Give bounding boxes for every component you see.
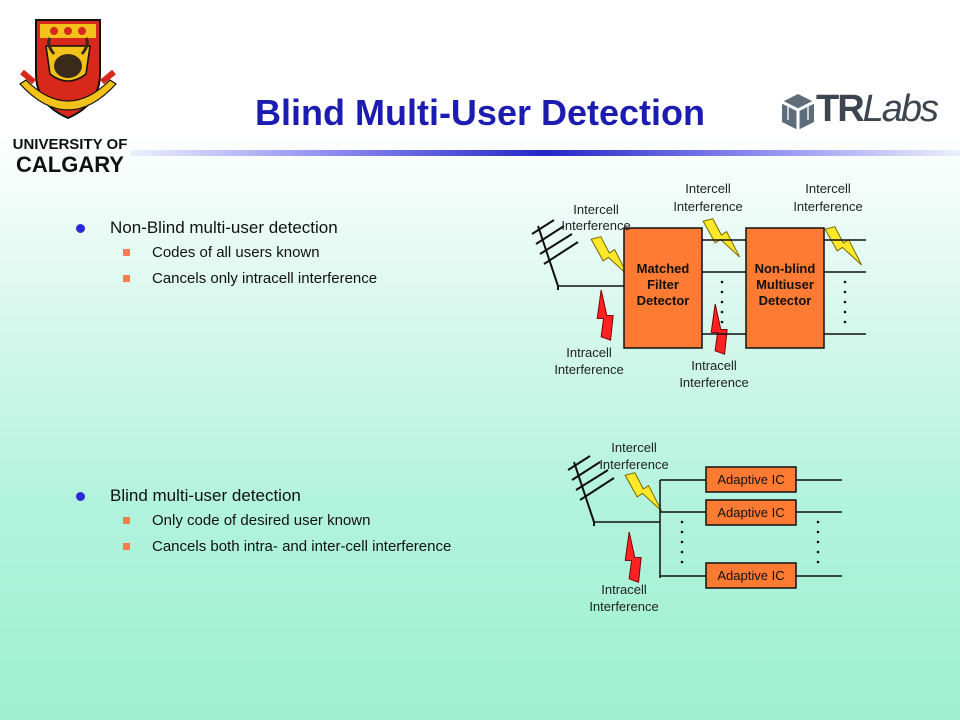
adaptive-ic-label-2: Adaptive IC [717, 505, 784, 520]
intercell-label-b2: Interference [673, 199, 742, 214]
logo-text-line1: UNIVERSITY OF [12, 136, 128, 153]
intercell-label-b1: Intercell [685, 181, 731, 196]
blind-detection-diagram: Adaptive IC Adaptive IC Adaptive IC Inte… [567, 440, 842, 614]
adaptive-ic-label-3: Adaptive IC [717, 568, 784, 583]
intracell-bolt-icon [613, 531, 655, 583]
nonblind-detector-box [745, 227, 825, 349]
adaptive-ic-box-2 [705, 499, 797, 526]
intercell-label-a2: Interference [561, 218, 630, 233]
bullet-heading: Blind multi-user detection [74, 484, 514, 508]
intercell-label-2: Interference [599, 457, 668, 472]
matched-label-2: Filter [647, 277, 679, 292]
nonblind-label-2: Multiuser [756, 277, 814, 292]
intercell-label-c2: Interference [793, 199, 862, 214]
trlabs-logo [778, 90, 958, 140]
nonblind-detection-diagram: Matched Filter Detector Non-blind Multiu… [531, 181, 866, 390]
intracell-bolt-icon [585, 289, 627, 341]
intracell-label-b2: Interference [679, 375, 748, 390]
trlabs-cube-icon [781, 94, 815, 130]
sub-bullet-text: Cancels only intracell interference [152, 270, 378, 287]
matched-label-1: Matched [637, 261, 690, 276]
sub-bullet-text: Codes of all users known [152, 244, 320, 261]
intercell-bolt-icon [624, 468, 663, 519]
logo-text-line2: CALGARY [16, 152, 124, 177]
intercell-bolt-icon [824, 222, 863, 273]
intercell-bolt-icon [590, 232, 629, 283]
bullet-heading-text: Blind multi-user detection [110, 486, 301, 505]
intracell-label-a2: Interference [554, 362, 623, 377]
sub-bullet-square-icon [123, 543, 130, 550]
sub-bullet-square-icon [123, 275, 130, 282]
sub-bullet-text: Cancels both intra- and inter-cell inter… [152, 538, 452, 555]
bullet-section-nonblind: Non-Blind multi-user detection Codes of … [74, 216, 514, 296]
intracell-label-b1: Intracell [691, 358, 737, 373]
bullet-dot-icon [76, 492, 85, 501]
sub-bullet: Cancels only intracell interference [74, 270, 514, 288]
adaptive-ic-box-3 [705, 562, 797, 589]
matched-label-3: Detector [637, 293, 690, 308]
nonblind-label-3: Detector [759, 293, 812, 308]
bullet-heading-text: Non-Blind multi-user detection [110, 218, 338, 237]
sub-bullet: Only code of desired user known [74, 512, 514, 530]
university-of-calgary-logo: UNIVERSITY OF CALGARY [6, 14, 130, 177]
bullet-section-blind: Blind multi-user detection Only code of … [74, 484, 514, 564]
slide-title: Blind Multi-User Detection [254, 92, 706, 133]
bullet-dot-icon [76, 224, 85, 233]
intracell-bolt-icon [699, 303, 741, 355]
title-rule [130, 150, 960, 156]
intercell-label-1: Intercell [611, 440, 657, 455]
trlabs-wordmark: TRLabs [816, 88, 939, 131]
uofc-crest-icon [19, 19, 117, 120]
sub-bullet: Cancels both intra- and inter-cell inter… [74, 538, 452, 556]
sub-bullet-text: Only code of desired user known [152, 512, 371, 529]
matched-filter-box [623, 227, 703, 349]
intercell-label-c1: Intercell [805, 181, 851, 196]
sub-bullet-square-icon [123, 249, 130, 256]
nonblind-label-1: Non-blind [755, 261, 816, 276]
trlabs-tr: TR [816, 88, 865, 130]
sub-bullet: Codes of all users known [74, 244, 514, 262]
adaptive-ic-label-1: Adaptive IC [717, 472, 784, 487]
intracell-label-a1: Intracell [566, 345, 612, 360]
intracell-label-2: Interference [589, 599, 658, 614]
sub-bullet-square-icon [123, 517, 130, 524]
bullet-heading: Non-Blind multi-user detection [74, 216, 514, 240]
intercell-bolt-icon [702, 214, 741, 265]
intracell-label-1: Intracell [601, 582, 647, 597]
trlabs-labs: Labs [862, 88, 939, 130]
intercell-label-a1: Intercell [573, 202, 619, 217]
